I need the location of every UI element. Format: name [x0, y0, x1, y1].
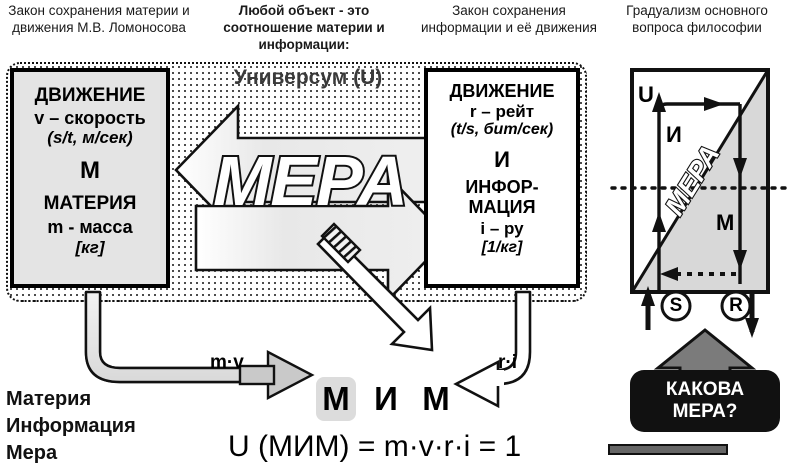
- matter-box: ДВИЖЕНИЕ v – скорость (s/t, м/сек) М МАТ…: [10, 68, 170, 288]
- header-conservation-matter: Закон сохранения материи и движения М.В.…: [8, 3, 190, 35]
- info-title-2: МАЦИЯ: [468, 196, 536, 217]
- gray-connector-bar: [608, 444, 728, 455]
- label-mv: m·v: [210, 352, 244, 373]
- gradualism-label-m: М: [716, 210, 735, 235]
- mim-group: М И М: [316, 377, 526, 421]
- triad-information: Информация: [6, 415, 136, 437]
- mim-letter-information: И: [374, 380, 398, 417]
- matter-mass: m - масса: [47, 216, 133, 237]
- universum-label: Универсум (U): [233, 66, 383, 89]
- mera-word: МЕРА: [213, 142, 407, 220]
- header-gradualism: Градуализм основного вопроса философии: [626, 3, 768, 35]
- question-box[interactable]: КАКОВА МЕРА?: [630, 370, 780, 432]
- connector-right-curve: [453, 290, 532, 409]
- gradualism-label-i: И: [666, 122, 682, 147]
- info-motion-title: ДВИЖЕНИЕ: [449, 81, 555, 101]
- info-letter: И: [494, 147, 510, 173]
- arrow-right-mera: [194, 172, 450, 304]
- matter-mass-units: [кг]: [75, 237, 105, 257]
- triad-measure: Мера: [6, 442, 58, 464]
- matter-title: МАТЕРИЯ: [43, 193, 137, 215]
- arrow-diagonal-mera: [316, 222, 434, 352]
- gradualism-label-u: U: [638, 82, 654, 107]
- gradualism-label-r: R: [729, 295, 743, 316]
- arrowhead-mv: [238, 350, 315, 400]
- info-title-1: ИНФОР-: [465, 176, 539, 197]
- matter-speed-units: (s/t, м/сек): [47, 128, 133, 148]
- triad-matter: Материя: [6, 388, 92, 410]
- matter-letter: М: [80, 157, 100, 185]
- information-box: ДВИЖЕНИЕ r – рейт (t/s, бит/сек) И ИНФОР…: [424, 68, 580, 288]
- label-ri: r·i: [498, 352, 517, 373]
- mim-letter-measure: М: [422, 380, 450, 417]
- triad-list: Материя Информация Мера: [6, 386, 216, 467]
- formula-text: U (МИМ) = m·v·r·i = 1: [228, 430, 522, 463]
- gradualism-panel: МЕРА: [610, 68, 790, 384]
- gradualism-label-s: S: [669, 295, 683, 316]
- info-rate: r – рейт: [469, 101, 535, 121]
- question-line-2: МЕРА?: [672, 401, 738, 422]
- info-rate-units: (t/s, бит/сек): [450, 121, 554, 139]
- question-line-1: КАКОВА: [665, 379, 745, 401]
- header-object-relation: Любой объект - это соотношение материи и…: [223, 3, 385, 52]
- matter-motion-title: ДВИЖЕНИЕ: [34, 85, 146, 106]
- mim-letter-matter: М: [316, 377, 356, 421]
- info-ru: i – ру: [480, 219, 524, 239]
- header-conservation-information: Закон сохранения информации и её движени…: [421, 3, 597, 35]
- matter-speed: v – скорость: [34, 107, 146, 128]
- info-units: [1/кг]: [481, 239, 523, 256]
